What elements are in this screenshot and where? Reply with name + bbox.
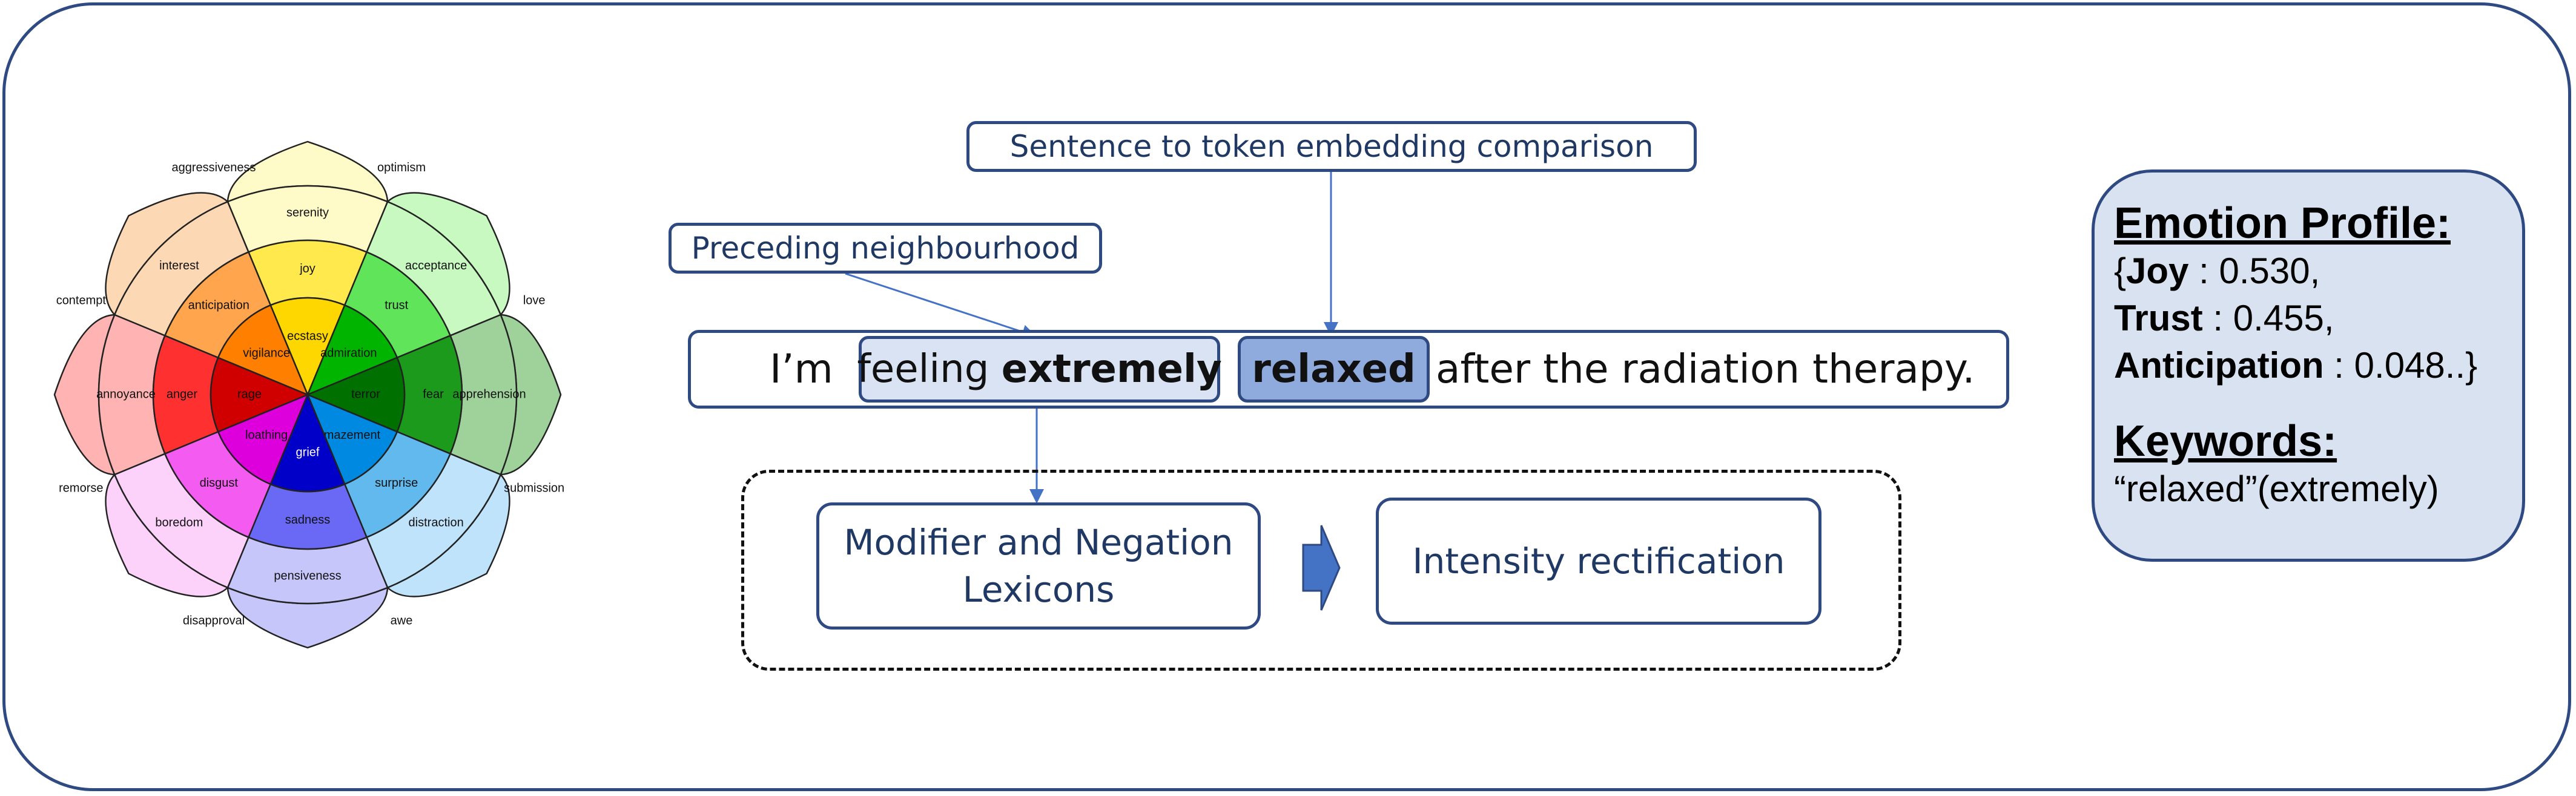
label-terror: terror	[351, 387, 380, 401]
label-vigilance: vigilance	[243, 346, 290, 360]
chip1-normal: feeling	[857, 347, 989, 392]
block-arrow	[1302, 525, 1341, 611]
label-acceptance: acceptance	[405, 259, 467, 272]
modifier-line2: Lexicons	[962, 569, 1115, 610]
feeling-extremely-chip: feeling extremely	[857, 336, 1222, 403]
petal-anticipation-intense	[217, 304, 309, 396]
label-anticipation: anticipation	[188, 299, 249, 312]
emotion-profile-panel: Emotion Profile: {Joy : 0.530, Trust : 0…	[2092, 169, 2525, 562]
preceding-label: Preceding neighbourhood	[691, 231, 1080, 266]
intensity-box: Intensity rectification	[1376, 498, 1821, 625]
label-amazement: amazement	[317, 429, 381, 442]
petal-fear-intense	[305, 357, 406, 433]
label-contempt: contempt	[56, 294, 107, 307]
profile-entry-anticipation: Anticipation : 0.048..}	[2114, 342, 2522, 389]
entry-value: 0.455,	[2233, 298, 2334, 338]
label-fear: fear	[423, 387, 444, 401]
entry-value: 0.530,	[2219, 251, 2320, 291]
sentence-box: I’m feeling extremely relaxed after the …	[688, 330, 2009, 409]
entry-name: Trust	[2114, 298, 2203, 338]
label-love: love	[523, 294, 546, 307]
emotion-wheel: serenity joy ecstasy acceptance trust admirat…	[53, 140, 564, 649]
keywords-value: “relaxed”(extremely)	[2114, 469, 2439, 509]
profile-entry-trust: Trust : 0.455,	[2114, 295, 2522, 342]
label-apprehension: apprehension	[452, 387, 526, 401]
sentence-prefix: I’m	[770, 346, 833, 392]
label-aggressiveness: aggressiveness	[172, 161, 256, 174]
label-annoyance: annoyance	[96, 387, 156, 401]
label-anger: anger	[167, 387, 197, 401]
label-grief: grief	[296, 446, 320, 459]
entry-name: Anticipation	[2114, 345, 2324, 386]
petal-anger-intense	[210, 357, 310, 433]
label-disapproval: disapproval	[183, 614, 245, 627]
keywords-title: Keywords:	[2114, 417, 2337, 465]
petal-joy-intense	[269, 297, 346, 397]
label-awe: awe	[391, 614, 413, 627]
label-loathing: loathing	[245, 429, 288, 442]
label-optimism: optimism	[377, 161, 426, 174]
chip2-text: relaxed	[1252, 347, 1416, 392]
modifier-box: Modifier and Negation Lexicons	[816, 502, 1261, 630]
arrow-preceding-to-feeling	[845, 272, 1037, 339]
label-ecstasy: ecstasy	[287, 329, 328, 343]
profile-entry-joy: {Joy : 0.530,	[2114, 248, 2522, 295]
label-boredom: boredom	[155, 516, 203, 529]
label-submission: submission	[504, 481, 564, 495]
label-serenity: serenity	[286, 206, 329, 219]
label-surprise: surprise	[375, 476, 418, 490]
entry-sep: :	[2188, 251, 2219, 291]
entry-name: Joy	[2126, 251, 2189, 291]
label-pensiveness: pensiveness	[274, 569, 341, 582]
profile-title: Emotion Profile:	[2114, 199, 2451, 248]
petal-disgust-intense	[217, 393, 309, 485]
preceding-box: Preceding neighbourhood	[669, 223, 1102, 274]
petal-trust-intense	[306, 304, 398, 396]
profile-open-brace: {	[2114, 251, 2127, 291]
petal-surprise-intense	[306, 393, 398, 485]
lexicon-group	[741, 470, 1901, 671]
label-sadness: sadness	[285, 513, 331, 527]
entry-sep: :	[2202, 298, 2233, 338]
intensity-label: Intensity rectification	[1412, 541, 1785, 582]
entry-value: 0.048..}	[2354, 345, 2478, 386]
chip1-bold: extremely	[1001, 347, 1222, 392]
entry-sep: :	[2323, 345, 2354, 386]
label-remorse: remorse	[59, 481, 103, 495]
label-rage: rage	[237, 387, 262, 401]
label-disgust: disgust	[200, 476, 239, 490]
relaxed-chip: relaxed	[1238, 336, 1430, 403]
label-admiration: admiration	[320, 346, 377, 360]
petal-sadness-intense	[269, 392, 346, 493]
sentence-token-label: Sentence to token embedding comparison	[1009, 129, 1654, 164]
label-joy: joy	[299, 262, 315, 275]
modifier-line1: Modifier and Negation	[844, 522, 1234, 563]
label-interest: interest	[159, 259, 199, 272]
sentence-token-box: Sentence to token embedding comparison	[966, 121, 1697, 172]
sentence-suffix: after the radiation therapy.	[1436, 346, 1975, 392]
label-distraction: distraction	[409, 516, 464, 529]
label-trust: trust	[385, 299, 408, 312]
